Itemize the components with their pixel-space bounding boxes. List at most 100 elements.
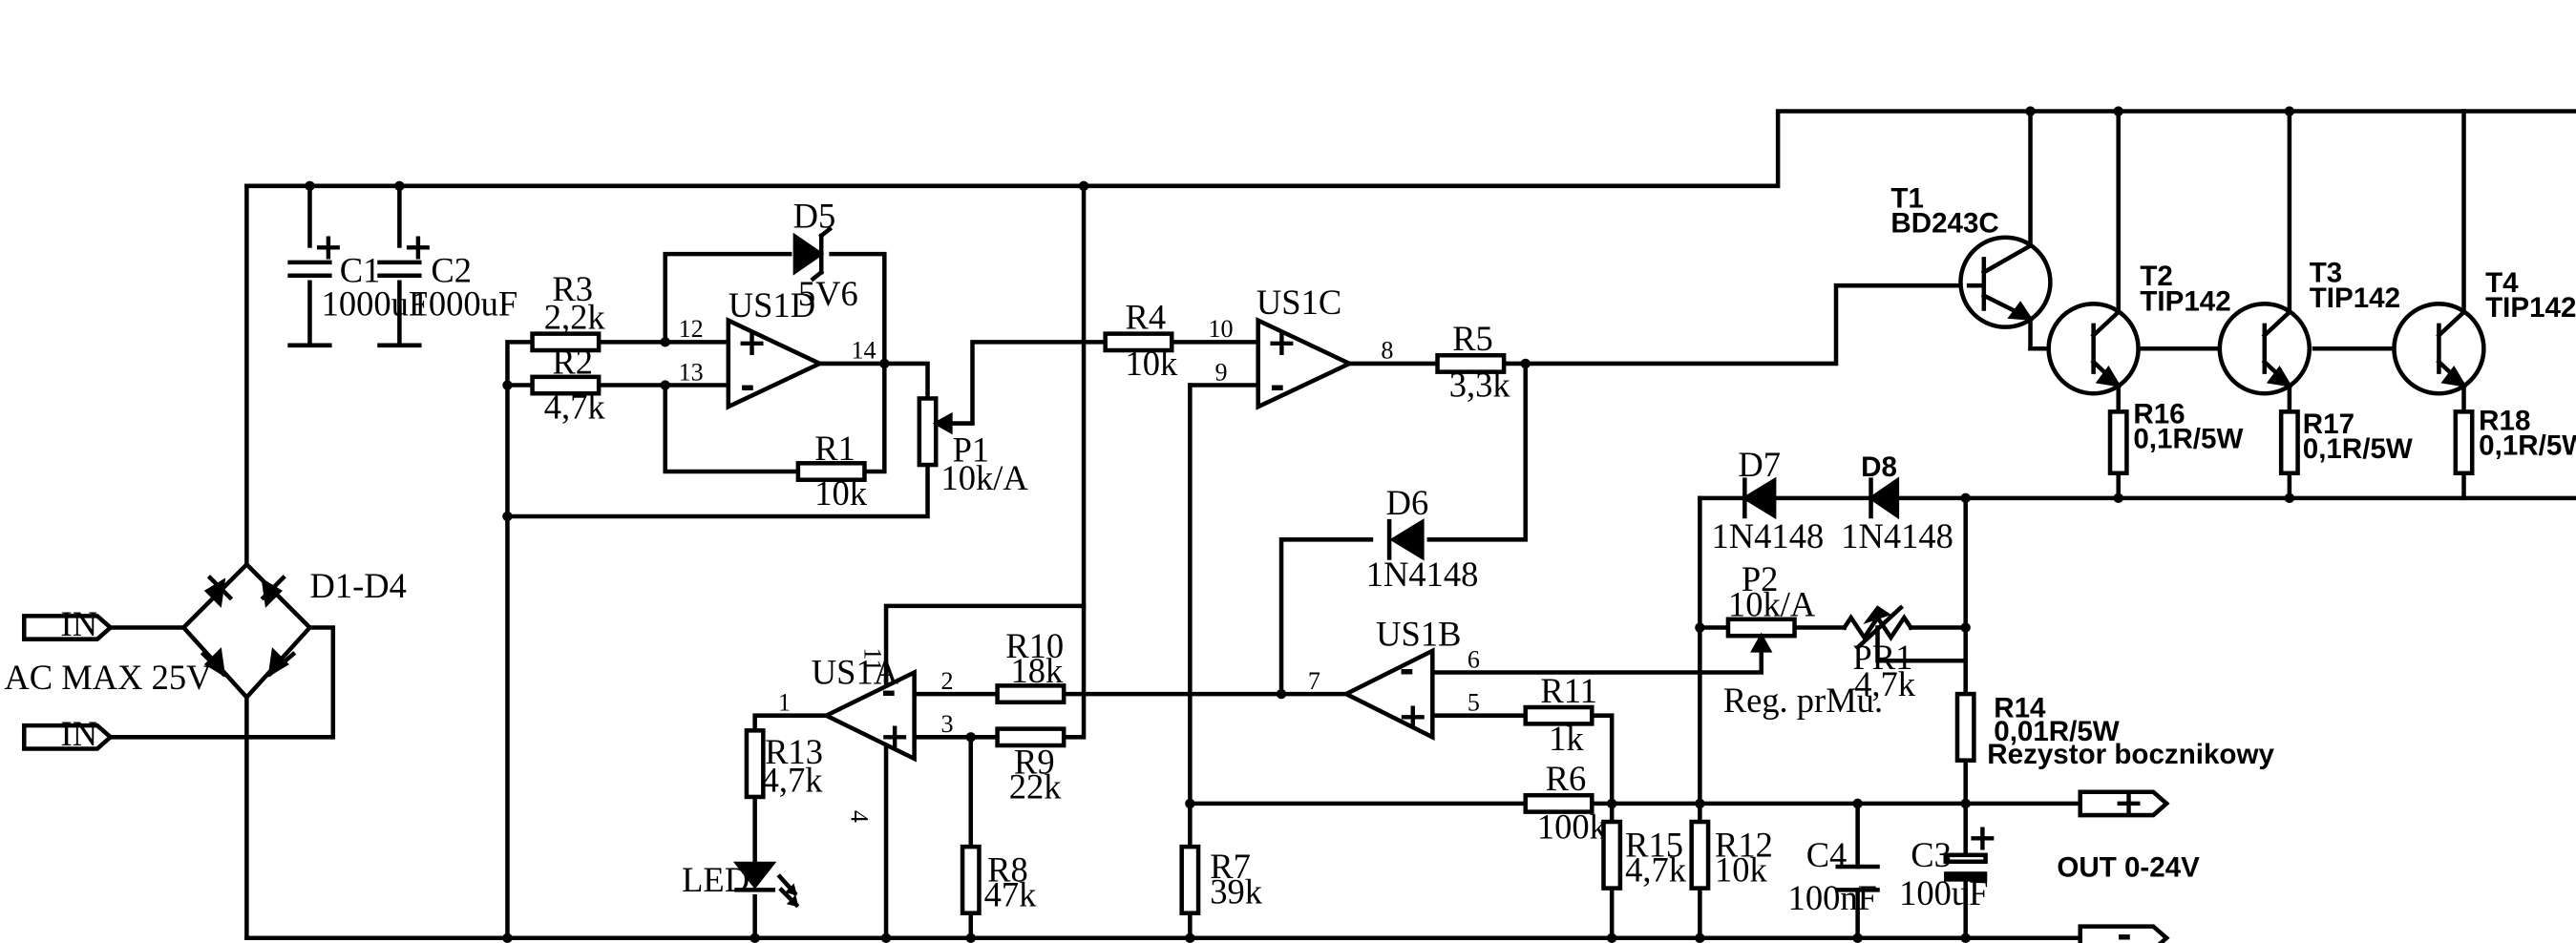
resistor-value: 10k bbox=[1715, 850, 1768, 890]
transistor-value: TIP142 bbox=[2140, 285, 2230, 317]
opamp-plus: + bbox=[737, 322, 768, 365]
opamp-minus: - bbox=[1270, 365, 1285, 408]
capacitor-name: C3 bbox=[1911, 835, 1952, 874]
resistor-r13: R13 4,7k bbox=[744, 728, 824, 800]
pin-number: 11 bbox=[858, 647, 886, 671]
resistor-r10: R10 18k bbox=[995, 626, 1066, 705]
bridge-label: D1-D4 bbox=[309, 566, 406, 605]
pin-number: 14 bbox=[852, 337, 876, 365]
transistor-value: TIP142 bbox=[2485, 292, 2576, 324]
resistor-value: 3,3k bbox=[1449, 366, 1511, 405]
capacitor-name: C4 bbox=[1806, 835, 1848, 874]
resistor-value: 10k bbox=[814, 473, 868, 513]
resistor-name: R13 bbox=[765, 732, 823, 771]
opamp-name: US1C bbox=[1256, 283, 1341, 322]
transistor-t4: T4 TIP142 bbox=[2392, 267, 2576, 396]
resistor-value: 18k bbox=[1011, 651, 1065, 690]
zener-diode-d5: D5 5V6 bbox=[793, 196, 858, 313]
capacitor-value: 1000uF bbox=[322, 283, 429, 323]
diode-d6: D6 1N4148 bbox=[1366, 483, 1479, 594]
resistor-r9: R9 22k bbox=[995, 726, 1066, 807]
resistor-name: R12 bbox=[1715, 826, 1773, 865]
pin-number: 5 bbox=[1467, 688, 1480, 716]
resistor-value: 22k bbox=[1009, 767, 1063, 807]
resistor-name: R7 bbox=[1210, 847, 1251, 886]
pin-number: 9 bbox=[1214, 358, 1227, 386]
bridge-rectifier: D1-D4 bbox=[180, 561, 407, 701]
opamp-us1a: - + US1A 1 2 3 11 4 bbox=[778, 647, 954, 823]
diode-value: 1N4148 bbox=[1366, 555, 1479, 594]
polarity-plus: + bbox=[403, 225, 433, 268]
terminal-sign: - bbox=[2117, 914, 2132, 943]
transistor-value: TIP142 bbox=[2310, 283, 2400, 314]
resistor-r3: R3 2,2k bbox=[530, 269, 606, 353]
diode-icon bbox=[203, 575, 234, 608]
resistor-value: 4,7k bbox=[544, 387, 606, 426]
diode-d7: D7 1N4148 bbox=[1712, 445, 1825, 555]
opamp-plus: + bbox=[1398, 696, 1428, 739]
opamp-minus: - bbox=[881, 671, 897, 714]
resistor-name: R10 bbox=[1005, 626, 1064, 665]
diode-icon bbox=[266, 647, 297, 678]
capacitor-c3: + C3 100uF bbox=[1899, 817, 1997, 912]
pot-value: 4,7k bbox=[1854, 664, 1916, 703]
resistor-r17: R17 0,1R/5W bbox=[2278, 409, 2413, 476]
pot-name: P1 bbox=[953, 430, 990, 470]
resistor-r6: R6 100k bbox=[1523, 759, 1608, 846]
diode-d8: D8 1N4148 bbox=[1841, 451, 1953, 555]
pin-number: 1 bbox=[778, 688, 791, 716]
polarity-plus: + bbox=[1967, 817, 1997, 860]
resistor-name: R14 bbox=[1994, 692, 2046, 723]
resistor-value: 4,7k bbox=[762, 761, 824, 800]
resistor-name: R4 bbox=[1126, 297, 1167, 336]
resistor-name: R17 bbox=[2303, 409, 2354, 440]
pin-number: 3 bbox=[940, 710, 953, 738]
diode-name: D6 bbox=[1386, 483, 1429, 522]
resistor-value: 2,2k bbox=[544, 297, 606, 336]
opamp-minus: - bbox=[1400, 649, 1415, 692]
pot-name: P2 bbox=[1742, 559, 1779, 598]
resistor-r1: R1 10k bbox=[795, 429, 868, 513]
resistor-value: 0,1R/5W bbox=[2479, 430, 2576, 462]
diode-name: D8 bbox=[1861, 451, 1897, 483]
resistor-value: 0,1R/5W bbox=[2133, 424, 2243, 455]
opamp-name: US1D bbox=[728, 285, 815, 325]
diode-value: 1N4148 bbox=[1841, 516, 1953, 555]
capacitor-name: C1 bbox=[340, 251, 381, 290]
opamp-us1b: - + US1B 7 6 5 bbox=[1308, 615, 1480, 741]
capacitor-c2: + C2 1000uF bbox=[377, 225, 517, 323]
resistor-value: 4,7k bbox=[1625, 850, 1687, 890]
diode-icon bbox=[260, 575, 286, 608]
input-terminal-2: IN bbox=[22, 714, 115, 753]
terminal-label: IN bbox=[61, 604, 98, 643]
pot-name: PR1 bbox=[1852, 638, 1912, 677]
led-indicator: LED bbox=[682, 860, 800, 909]
resistor-r11: R11 1k bbox=[1523, 671, 1597, 758]
transistor-value: BD243C bbox=[1890, 208, 1998, 240]
capacitor-c1: + C1 1000uF bbox=[287, 225, 429, 323]
resistor-name: R5 bbox=[1452, 319, 1493, 358]
diode-name: D5 bbox=[793, 196, 836, 235]
diode-icon bbox=[200, 647, 227, 678]
pin-number: 10 bbox=[1209, 315, 1234, 343]
potentiometer-p1: P1 10k/A bbox=[917, 396, 1028, 497]
diode-value: 1N4148 bbox=[1712, 516, 1825, 555]
resistor-name: R9 bbox=[1014, 743, 1055, 782]
pin-number: 13 bbox=[679, 358, 704, 386]
resistor-r16: R16 0,1R/5W bbox=[2107, 399, 2243, 476]
transistor-name: T4 bbox=[2485, 267, 2519, 299]
resistor-value: 0,01R/5W bbox=[1994, 716, 2120, 747]
opamp-plus: + bbox=[879, 715, 910, 758]
resistor-value: 47k bbox=[984, 875, 1038, 914]
resistor-r14: R14 0,01R/5W Rezystor bocznikowy bbox=[1954, 691, 2274, 770]
transistor-name: T1 bbox=[1890, 182, 1923, 214]
regulation-label: Reg. prMu. bbox=[1723, 681, 1883, 720]
potentiometer-p2: P2 10k/A bbox=[1725, 559, 1816, 653]
diode-value: 5V6 bbox=[798, 274, 858, 313]
input-terminal-1: IN bbox=[22, 604, 115, 643]
resistor-value: 0,1R/5W bbox=[2303, 433, 2413, 465]
capacitor-name: C2 bbox=[431, 251, 472, 290]
resistor-name: R18 bbox=[2479, 406, 2530, 437]
opamp-plus: + bbox=[1266, 322, 1297, 365]
